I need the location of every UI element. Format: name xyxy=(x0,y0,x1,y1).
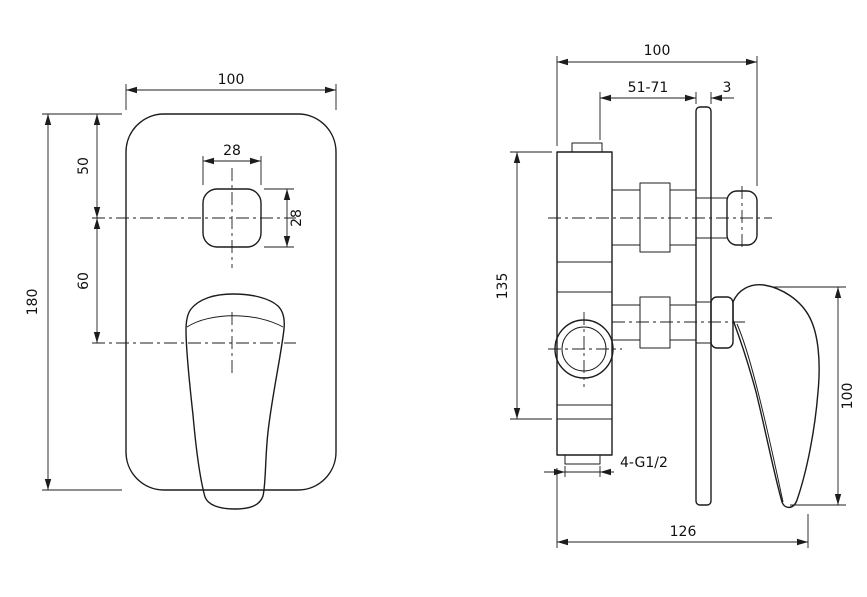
side-handle xyxy=(732,283,820,509)
side-middle-pipe xyxy=(611,296,697,349)
dim-front-offsets: 50 60 xyxy=(76,114,101,343)
dim-side-overall-width: 100 xyxy=(556,43,758,186)
side-wall-plate xyxy=(695,106,712,506)
front-view: 100 180 50 60 28 xyxy=(25,72,337,510)
arrowhead xyxy=(283,236,291,247)
arrowhead xyxy=(557,538,568,546)
front-handle xyxy=(185,293,285,510)
dim-label-front-width: 100 xyxy=(218,72,245,88)
arrowhead xyxy=(600,468,611,476)
dim-label-top-to-diverter: 50 xyxy=(76,157,92,175)
dim-diverter-width: 28 xyxy=(202,143,262,185)
side-handle-base xyxy=(710,296,734,349)
arrowhead xyxy=(513,152,521,163)
arrowhead xyxy=(126,86,137,94)
arrowhead xyxy=(513,408,521,419)
dimension-line xyxy=(772,286,846,506)
dim-connections: 4-G1/2 xyxy=(544,455,668,477)
dim-diverter-height: 28 xyxy=(264,188,305,248)
arrowhead xyxy=(554,468,565,476)
body-main xyxy=(556,151,613,456)
arrowhead xyxy=(93,207,101,218)
plate-passthrough-lines xyxy=(696,197,711,344)
dim-label-overall-depth: 126 xyxy=(670,524,697,540)
dim-label-body-height: 135 xyxy=(495,273,511,300)
pipe-segment xyxy=(669,189,697,246)
arrowhead xyxy=(44,479,52,490)
handle-inner-edge xyxy=(736,323,784,503)
dim-front-width: 100 xyxy=(125,72,337,110)
handle-outline xyxy=(732,283,820,509)
arrowhead xyxy=(93,114,101,125)
inlet-centerlines xyxy=(548,312,622,387)
arrowhead xyxy=(93,332,101,343)
dim-label-diverter-to-handle: 60 xyxy=(76,272,92,290)
arrowhead xyxy=(557,58,568,66)
dim-overall-depth: 126 xyxy=(556,468,809,548)
arrowhead xyxy=(746,58,757,66)
arrowhead xyxy=(325,86,336,94)
front-handle-top-edge xyxy=(186,315,284,328)
front-diverter-button xyxy=(202,188,262,248)
dim-front-height: 180 xyxy=(25,113,122,491)
pipe-segment xyxy=(611,189,641,246)
dim-handle-height: 100 xyxy=(772,286,856,506)
body-detail-lines xyxy=(557,261,612,420)
side-upper-pipe xyxy=(611,182,697,253)
arrowhead xyxy=(283,189,291,200)
dim-label-diverter-width: 28 xyxy=(223,143,241,159)
arrowhead xyxy=(250,157,261,165)
pipe-segment xyxy=(639,296,671,349)
dimension-line xyxy=(42,113,122,491)
dimension-line xyxy=(599,92,734,140)
arrowhead xyxy=(834,494,842,505)
side-valve-body xyxy=(556,142,613,465)
arrowhead xyxy=(797,538,808,546)
side-view: 100 51-71 3 135 4-G1/2 xyxy=(495,43,856,548)
side-inlet-port xyxy=(548,312,622,387)
dim-label-plate-thickness: 3 xyxy=(723,80,732,96)
dim-label-depth-range: 51-71 xyxy=(628,80,669,96)
arrowhead xyxy=(203,157,214,165)
arrowhead xyxy=(44,114,52,125)
arrowhead xyxy=(685,94,696,102)
pipe-segment xyxy=(639,182,671,253)
arrowhead xyxy=(834,287,842,298)
arrowhead xyxy=(711,94,722,102)
body-top-port xyxy=(571,142,603,153)
dim-body-height: 135 xyxy=(495,151,552,420)
dimension-line xyxy=(556,468,809,548)
dim-label-diverter-height: 28 xyxy=(289,209,305,227)
dim-label-front-height: 180 xyxy=(25,289,41,316)
pipe-segment xyxy=(611,304,641,341)
body-bottom-port xyxy=(564,454,601,465)
arrowhead xyxy=(600,94,611,102)
dimension-line xyxy=(510,151,552,420)
front-plate xyxy=(125,113,337,491)
dim-label-connections: 4-G1/2 xyxy=(620,455,668,471)
pipe-segment xyxy=(669,304,697,341)
dim-mounting-depth: 51-71 3 xyxy=(599,80,734,140)
dimension-line xyxy=(125,84,337,110)
dim-label-side-width: 100 xyxy=(644,43,671,59)
dim-label-handle-height: 100 xyxy=(840,383,856,410)
arrowhead xyxy=(93,218,101,229)
dimension-line xyxy=(556,56,758,186)
